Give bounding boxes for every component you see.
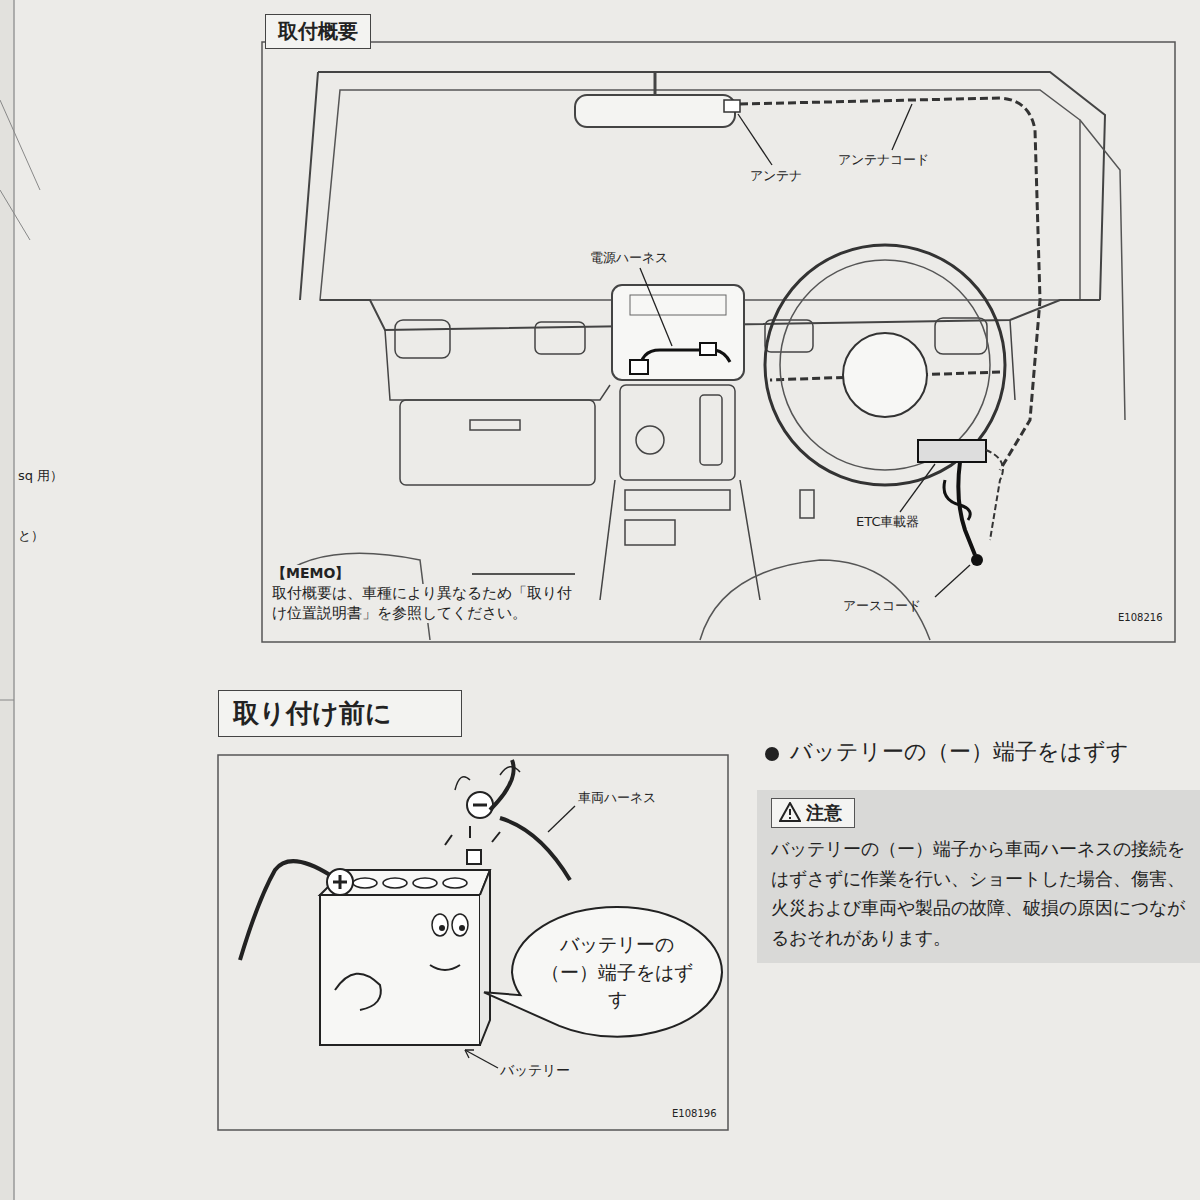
part-label: バッテリー [500,1062,570,1080]
air-vent [935,318,987,354]
plus-terminal [327,869,353,895]
vehicle-harness-cable [500,818,570,880]
center-console [600,480,760,600]
battery-pupil [459,925,465,931]
minus-terminal [467,792,493,818]
figure-frame [262,42,1175,642]
a-pillar [1080,120,1125,420]
windshield-glass [320,90,1080,300]
steering-wheel [765,245,1005,485]
battery-cap [443,878,467,888]
spark-lines [445,826,500,845]
motion-lines [455,767,520,790]
display-opening [630,295,726,315]
part-label: 車両ハーネス [578,790,656,806]
battery-mouth [430,965,460,970]
page-fragment: と） [18,528,44,544]
etc-unit [918,440,986,462]
caution-title: 注意 [771,798,855,828]
part-label: アンテナ [750,168,802,184]
plus-sign [339,875,342,889]
console-slot [625,490,730,510]
figure-code: E108216 [1118,612,1163,625]
control-knob [636,426,664,454]
leader-line [640,268,672,346]
section-heading: 取り付け前に [233,696,447,731]
cord-run [986,450,1003,540]
battery-cap [383,878,407,888]
left-page-line [0,700,14,701]
step-heading: バッテリーの（ー）端子をはずす [790,738,1129,766]
warning-icon [779,802,801,822]
section-heading-box: 取り付け前に [218,690,462,737]
leader-arrowhead [465,1050,474,1058]
antenna-unit [724,100,740,112]
battery-pupil [439,925,445,931]
left-page-line [0,100,40,190]
harness-connector [700,343,716,355]
rearview-mirror [575,95,735,127]
section-heading: 取付概要 [278,18,358,45]
part-label: 電源ハーネス [590,250,668,266]
part-label: アースコード [843,598,921,614]
page-fragment: sq 用） [18,468,63,484]
caution-text: バッテリーの（ー）端子から車両ハーネスの接続をはずさずに作業を行い、ショートした… [771,834,1188,953]
display-recess [612,285,744,380]
figure-code: E108196 [672,1108,717,1121]
center-stack [620,385,735,480]
part-label: アンテナコード [838,152,929,168]
hand-holding-cable [490,760,514,810]
left-page-strip [0,0,14,1200]
leader-line [935,565,970,597]
earth-terminal [971,554,983,566]
windshield-frame [300,72,1105,300]
speech-text: バッテリーの（ー）端子をはずす [534,931,700,1014]
memo-leader [472,573,575,574]
battery-eye [432,914,448,936]
battery-top [320,870,490,895]
minus-post [467,850,481,864]
battery-eye [452,914,468,936]
battery-side [480,870,490,1045]
shift-lever [700,395,722,465]
bullet [765,747,779,761]
page-fold [13,0,15,1200]
console-switches [625,520,675,545]
leader-line [465,1050,498,1068]
glovebox-handle [470,420,520,430]
glovebox [400,400,595,485]
mirror-stem [654,72,657,95]
part-label: ETC車載器 [856,514,919,530]
speech-bubble: バッテリーの（ー）端子をはずす [512,905,722,1040]
steering-wheel-inner [780,260,990,470]
figure-frame [218,755,728,1130]
pedal [800,490,814,518]
leader-line [892,104,912,150]
battery-cap [413,878,437,888]
caution-box: 注意バッテリーの（ー）端子から車両ハーネスの接続をはずさずに作業を行い、ショート… [757,790,1200,963]
leader-line [738,114,772,165]
leader-line [900,464,935,512]
bubble-shape [484,907,722,1037]
battery-cap [353,878,377,888]
air-vent [395,320,450,358]
steering-hub [843,333,927,417]
earth-cord-loop [944,480,970,520]
left-page-line [0,190,30,240]
leader-line [548,806,575,832]
warning-triangle [780,803,800,821]
harness-connector [630,360,648,374]
battery-hand [335,974,381,1010]
section-heading-box: 取付概要 [265,14,371,49]
memo-note: 取付概要は、車種により異なるため「取り付け位置説明書」を参照してください。 [272,584,572,623]
battery-body [320,895,480,1045]
air-vent [535,322,585,354]
minus-sign [473,804,487,807]
plus-cable [240,861,330,960]
memo-heading: 【MEMO】 [272,565,349,583]
